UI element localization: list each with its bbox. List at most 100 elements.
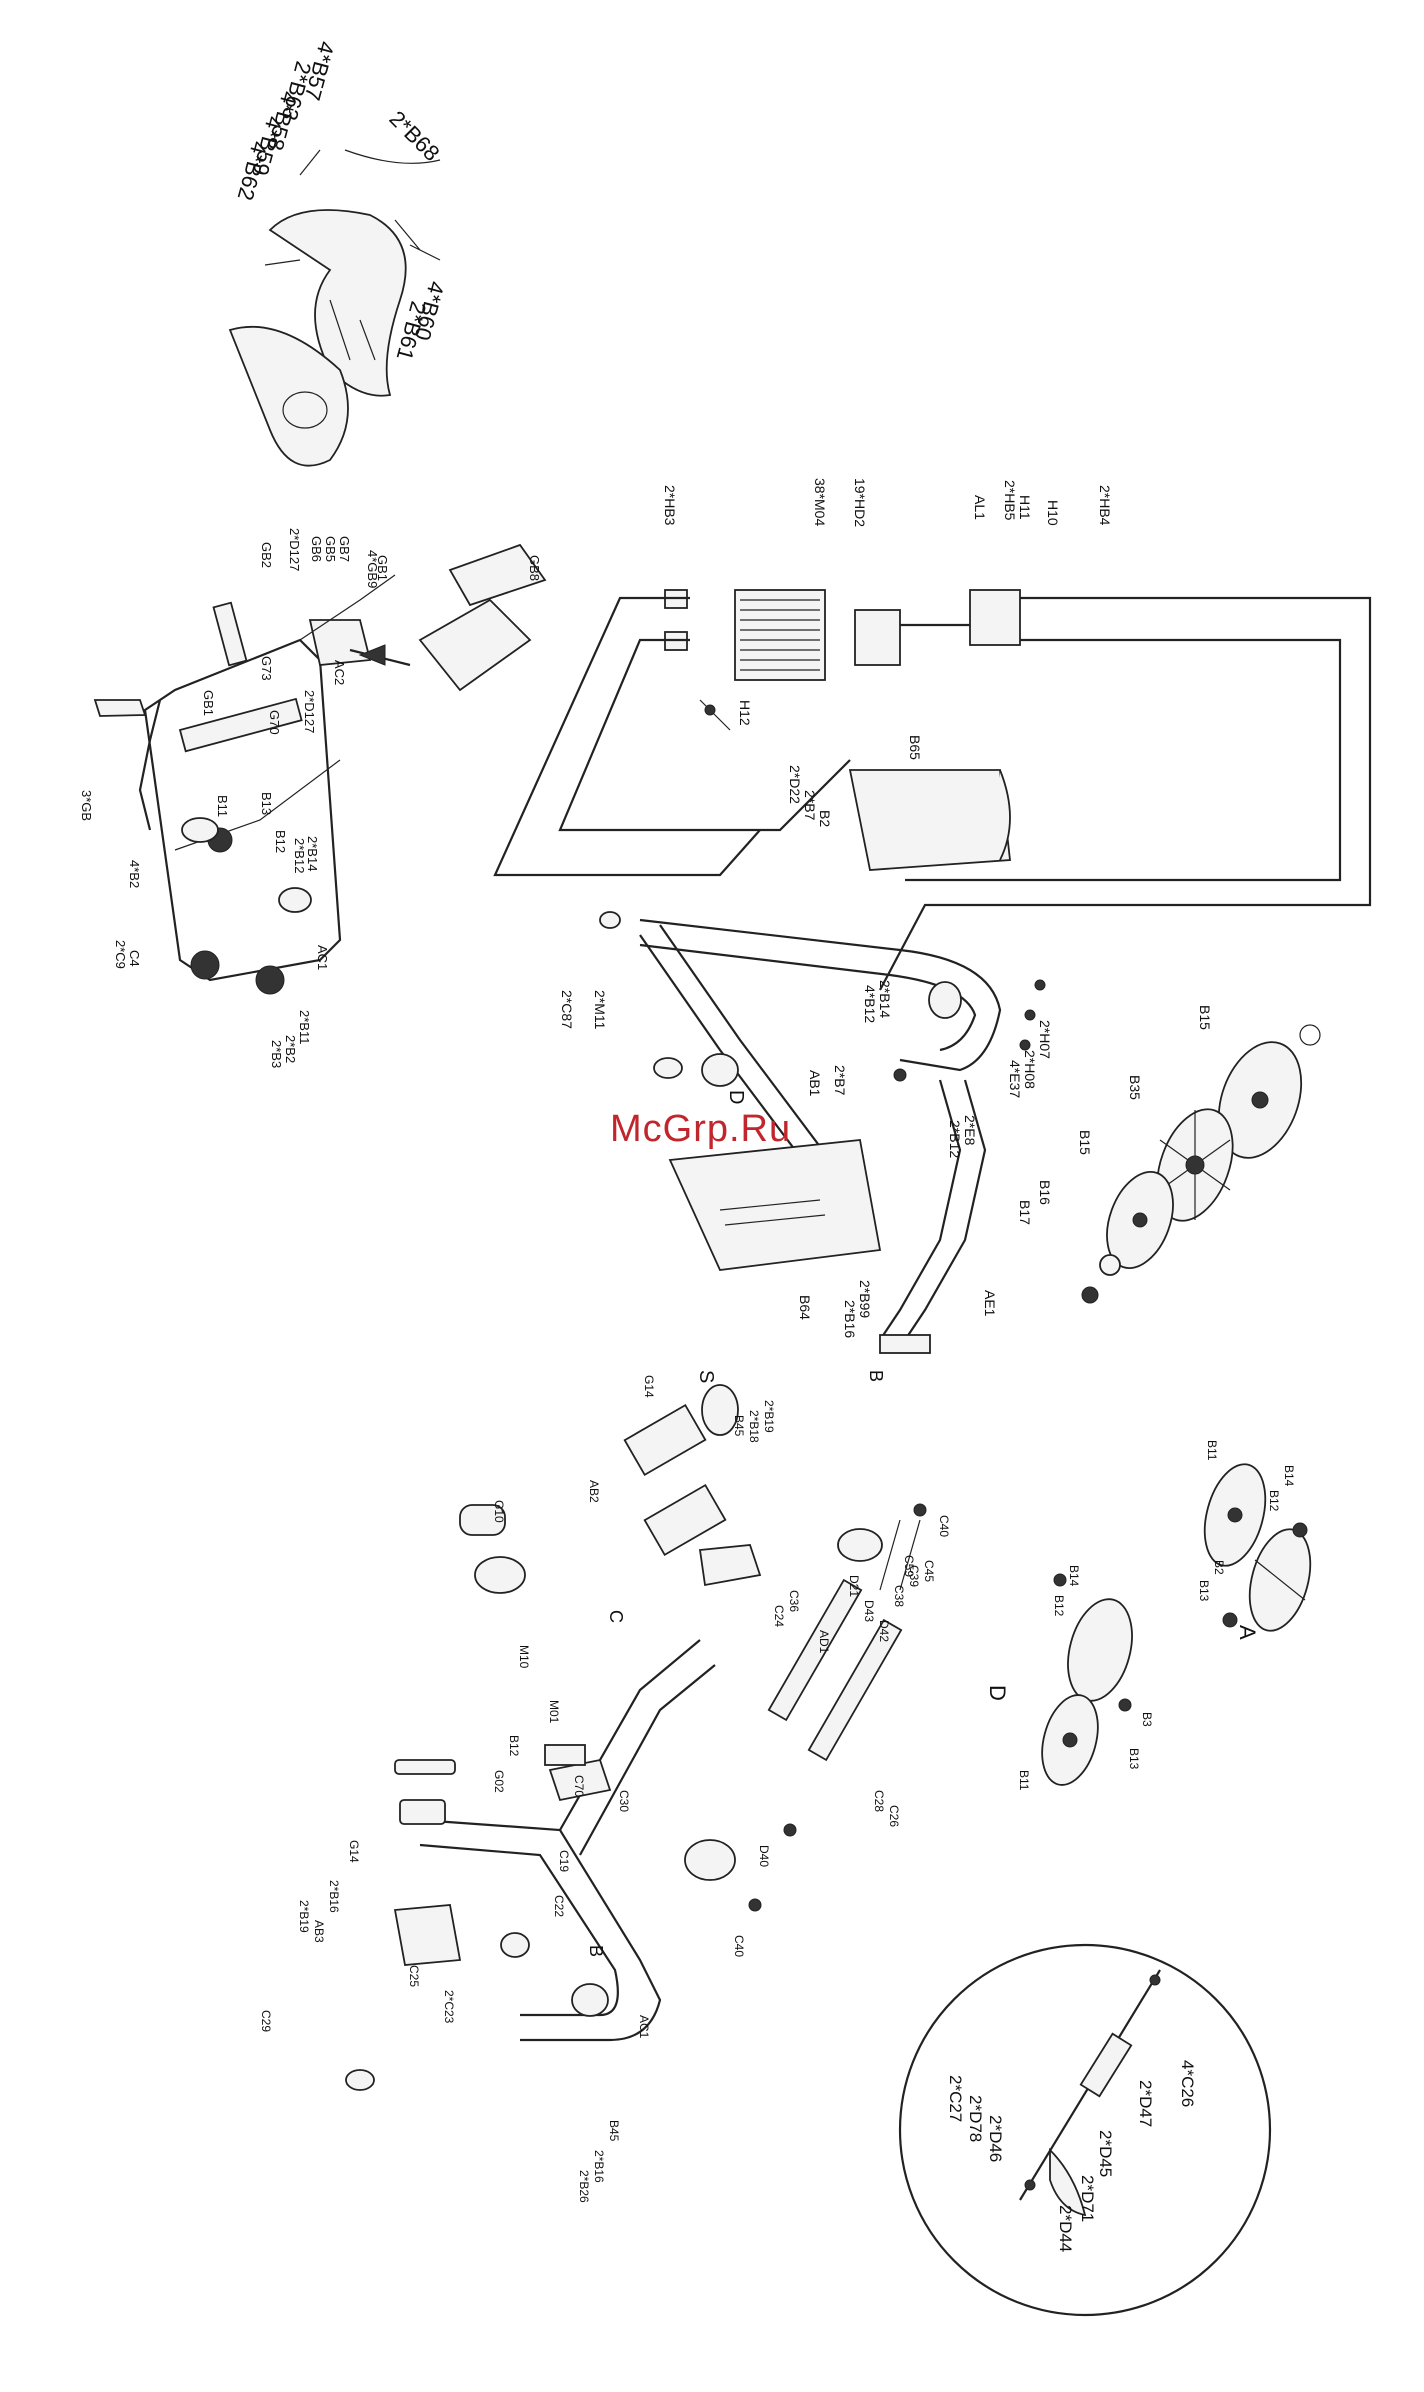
label-b16: B16 (1037, 1180, 1053, 1205)
label-b17: B17 (1017, 1200, 1033, 1225)
label-gb6: GB6 (309, 536, 324, 562)
label-d-main: D (725, 1090, 747, 1104)
top-left-frame (93, 543, 547, 995)
label-b-lower: B (586, 1945, 606, 1957)
label-c29: C29 (259, 2010, 273, 2032)
label-c30: C30 (617, 1790, 631, 1812)
label-2-b11: 2*B11 (297, 1010, 312, 1044)
label-gb5: GB5 (323, 536, 338, 562)
label-2-d127b: 2*D127 (302, 690, 317, 733)
label-c25: C25 (407, 1965, 421, 1987)
label-b45-lower: B45 (607, 2120, 621, 2142)
label-c40-lower: C40 (732, 1935, 746, 1957)
label-c39: C39 (907, 1565, 921, 1587)
label-2-d78: 2*D78 (966, 2095, 985, 2142)
label-4-b62: 4*B62 (233, 139, 273, 203)
label-c59: C59 (902, 1555, 916, 1577)
label-2-b7-main: 2*B7 (832, 1065, 848, 1096)
label-a-b12: B12 (1267, 1490, 1281, 1512)
label-b15-mid: B15 (1077, 1130, 1093, 1155)
label-c36: C36 (787, 1590, 801, 1612)
label-2-d44: 2*D44 (1056, 2205, 1075, 2252)
label-b45-top: B45 (732, 1415, 746, 1437)
label-g02: G02 (492, 1770, 506, 1793)
label-2-hb5: 2*HB5 (1002, 480, 1018, 521)
label-d-b11: B11 (1017, 1770, 1031, 1791)
label-2-hb3: 2*HB3 (662, 485, 678, 526)
top-left-labels: GB2 2*D127 GB6 GB5 GB7 GB1 4*GB9 GB8 G73… (79, 528, 542, 1068)
lower-assembly (345, 1384, 927, 2091)
label-h12: H12 (737, 700, 753, 726)
label-b2-stack: B2 (817, 810, 833, 827)
label-4-b2: 4*B2 (127, 860, 142, 888)
label-2-b16-bottom: 2*B16 (592, 2150, 606, 2183)
label-2-d46: 2*D46 (986, 2115, 1005, 2162)
label-ac2: AC2 (332, 660, 347, 685)
label-m10: M10 (517, 1645, 531, 1669)
label-2-b14: 2*B14 (305, 836, 320, 871)
label-gb2: GB2 (259, 542, 274, 568)
label-38-m04: 38*M04 (812, 478, 828, 526)
label-d-b12: B12 (1052, 1595, 1066, 1617)
label-c4: C4 (127, 950, 142, 967)
label-d-big: D (985, 1685, 1010, 1701)
label-b15-top: B15 (1197, 1005, 1213, 1030)
label-2-d47: 2*D47 (1136, 2080, 1155, 2127)
pulley-d (1041, 1573, 1133, 1786)
label-gb8: GB8 (527, 555, 542, 581)
label-2-b16-main: 2*B16 (842, 1300, 858, 1338)
label-2-b14-main: 2*B14 (877, 980, 893, 1018)
label-g14-top: G14 (642, 1375, 656, 1398)
label-c22: C22 (552, 1895, 566, 1917)
label-h11: H11 (1017, 495, 1033, 520)
seat-assembly (228, 149, 441, 467)
label-2-h07: 2*H07 (1037, 1020, 1053, 1059)
label-d-b13: B13 (1127, 1748, 1141, 1770)
detail-circle-labels: 4*C26 2*D47 2*D45 2*D71 2*D44 2*D46 2*D7… (946, 2060, 1197, 2252)
label-gb1b: GB1 (201, 690, 216, 716)
label-4-e37: 4*E37 (1007, 1060, 1023, 1098)
label-c26: C26 (887, 1805, 901, 1827)
lower-assembly-labels: C40 C45 C39 C38 C36 C24 G14 S 2*B19 2*B1… (259, 1370, 951, 2203)
label-2-c23: 2*C23 (442, 1990, 456, 2024)
label-gb7: GB7 (337, 536, 352, 562)
detail-circle (898, 1943, 1272, 2317)
label-g70: G70 (267, 710, 282, 735)
label-d40: D40 (757, 1845, 771, 1867)
label-b11: B11 (215, 795, 230, 817)
label-al1: AL1 (972, 495, 988, 520)
label-a-b11: B11 (1205, 1440, 1219, 1461)
label-b12-lower: B12 (507, 1735, 521, 1757)
label-4-c26: 4*C26 (1178, 2060, 1197, 2107)
label-c24: C24 (772, 1605, 786, 1627)
label-c40: C40 (937, 1515, 951, 1537)
label-2-b3: 2*B3 (269, 1040, 284, 1068)
label-2-c27: 2*C27 (946, 2075, 965, 2122)
pulley-set-main (1081, 1024, 1321, 1304)
label-ab3: AB3 (312, 1920, 326, 1943)
label-h10: H10 (1045, 500, 1061, 526)
label-a-big: A (1235, 1625, 1260, 1640)
label-2-b68: 2*B68 (384, 106, 444, 166)
pulley-a (1203, 1463, 1312, 1632)
label-2-d127: 2*D127 (287, 528, 302, 571)
label-2-h08: 2*H08 (1022, 1050, 1038, 1089)
label-ad1: AD1 (817, 1630, 831, 1654)
label-g10: G10 (492, 1500, 506, 1523)
label-2-b26: 2*B26 (577, 2170, 591, 2203)
label-b13: B13 (259, 792, 274, 815)
label-3-gb: 3*GB (79, 790, 94, 821)
main-frame-labels: 2*C87 2*M11 2*B14 4*B12 2*H07 2*H08 4*E3… (559, 980, 1213, 1382)
label-a-b2: B2 (1212, 1560, 1226, 1575)
label-4-b12-main: 4*B12 (862, 985, 878, 1023)
watermark: McGrp.Ru (610, 1108, 792, 1150)
label-d-b14: B14 (1067, 1565, 1081, 1587)
label-ab1: AB1 (807, 1070, 823, 1097)
label-ac1: AC1 (315, 945, 330, 970)
label-2-b19-top: 2*B19 (762, 1400, 776, 1433)
label-gb1: GB1 (375, 555, 390, 581)
label-2-d71: 2*D71 (1078, 2175, 1097, 2222)
label-b-main: B (866, 1370, 886, 1382)
